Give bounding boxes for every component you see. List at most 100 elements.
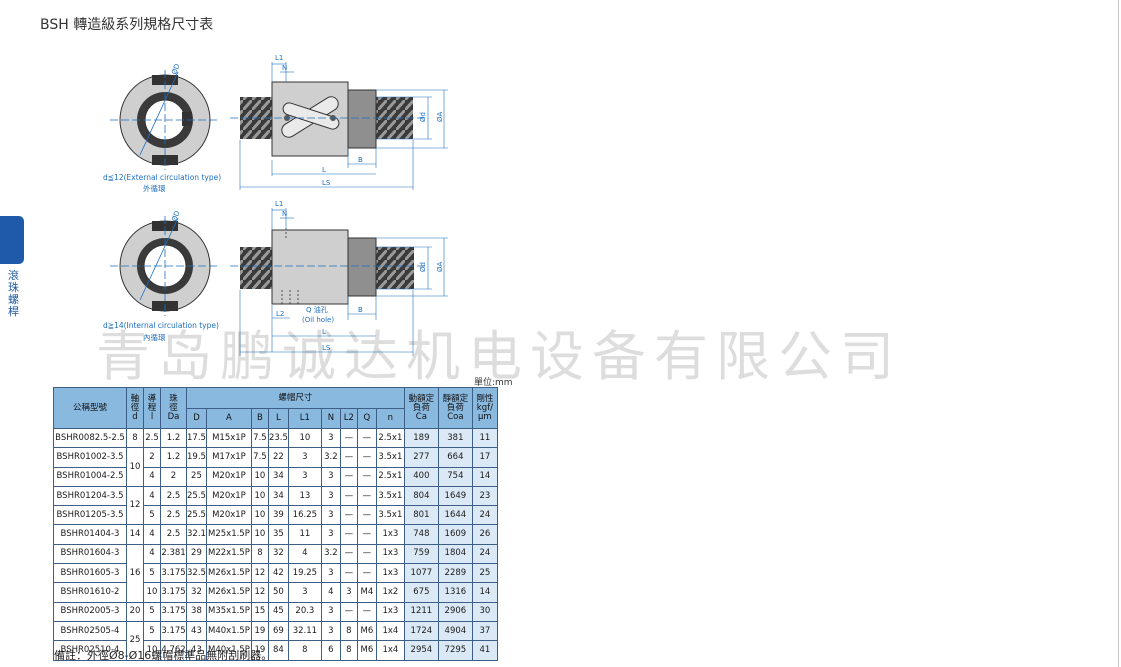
cell-B: 15 [250, 601, 269, 622]
side-view-bottom [230, 208, 448, 356]
cell-D: 25.5 [186, 485, 207, 507]
side-tab[interactable] [0, 216, 24, 264]
cell-coa: 1649 [437, 485, 473, 507]
cell-A: M20x1P [205, 466, 252, 487]
cell-model: BSHR01404-3 [53, 524, 127, 545]
header-A: A [205, 408, 252, 429]
cell-coa: 7295 [437, 640, 473, 661]
top-B-label: B [358, 156, 363, 164]
cell-L: 84 [267, 640, 289, 661]
cell-coa: 4904 [437, 620, 473, 642]
cell-coa: 381 [437, 427, 473, 449]
cell-N: 3 [320, 485, 341, 507]
cell-L2: — [339, 543, 358, 565]
cell-B: 12 [250, 563, 269, 584]
cell-L2: 3 [339, 582, 358, 603]
table-row: BSHR02510-4 10 4.762 43 M40x1.5P 19 84 8… [53, 640, 498, 661]
bottom-L-label: L [322, 328, 326, 336]
cell-n: 1x4 [375, 620, 405, 642]
header-N: N [320, 408, 341, 429]
watermark: 青岛鹏诚达机电设备有限公司 [96, 325, 902, 388]
top-L-label: L [322, 166, 326, 174]
bottom-B-label: B [358, 306, 363, 314]
cell-Q: — [356, 485, 377, 507]
cell-model: BSHR01205-3.5 [53, 505, 127, 526]
cell-k: 14 [471, 466, 498, 487]
cell-A: M25x1.5P [205, 524, 252, 545]
cell-n: 1x3 [375, 524, 405, 545]
cell-L2: 8 [339, 620, 358, 642]
cell-Q: — [356, 505, 377, 526]
cell-k: 17 [471, 447, 498, 468]
cell-L: 34 [267, 485, 289, 507]
cell-ca: 1211 [403, 601, 439, 622]
cell-k: 26 [471, 524, 498, 545]
table-row: BSHR01204-3.5 12 4 2.5 25.5 M20x1P 10 34… [53, 485, 498, 526]
cell-B: 19 [250, 640, 269, 661]
cell-n: 1x3 [375, 601, 405, 622]
cell-ca: 2954 [403, 640, 439, 661]
cell-ball: 2.5 [160, 485, 187, 507]
cell-L1: 20.3 [287, 601, 322, 622]
cell-L1: 3 [287, 447, 322, 468]
cell-coa: 1316 [437, 582, 473, 603]
top-DA-label: ØA [436, 111, 444, 122]
cell-ball: 1.2 [160, 427, 187, 449]
cell-A: M15x1P [205, 427, 252, 449]
cell-n: 1x2 [375, 582, 405, 603]
cell-L: 69 [267, 620, 289, 642]
cell-n: 1x4 [375, 640, 405, 661]
cell-d: 12 [126, 485, 144, 526]
cell-L: 23.5 [267, 427, 289, 449]
cell-L2: — [339, 563, 358, 584]
cell-L2: — [339, 466, 358, 487]
cell-N: 3 [320, 601, 341, 622]
cell-coa: 1609 [437, 524, 473, 545]
cell-ca: 748 [403, 524, 439, 545]
bottom-caption-cn: 內循環 [143, 332, 166, 342]
header-L2: L2 [339, 408, 358, 429]
cell-model: BSHR01002-3.5 [53, 447, 127, 468]
cell-A: M20x1P [205, 485, 252, 507]
cell-k: 24 [471, 543, 498, 565]
cell-ca: 759 [403, 543, 439, 565]
cell-L1: 10 [287, 427, 322, 449]
cell-ca: 675 [403, 582, 439, 603]
cell-B: 7.5 [250, 447, 269, 468]
cell-D: 25.5 [186, 505, 207, 526]
cell-coa: 1804 [437, 543, 473, 565]
cell-L1: 3 [287, 466, 322, 487]
cell-ca: 801 [403, 505, 439, 526]
cell-L1: 16.25 [287, 505, 322, 526]
cell-B: 10 [250, 505, 269, 526]
cell-lead: 2.5 [143, 427, 161, 449]
bottom-L2-label: L2 [276, 310, 284, 318]
cell-D: 43 [186, 640, 207, 661]
cell-L: 39 [267, 505, 289, 526]
cell-n: 3.5x1 [375, 485, 405, 507]
cell-A: M35x1.5P [205, 601, 252, 622]
cell-D: 32 [186, 582, 207, 603]
cell-k: 24 [471, 505, 498, 526]
cell-k: 30 [471, 601, 498, 622]
cell-ca: 1077 [403, 563, 439, 584]
cell-coa: 1644 [437, 505, 473, 526]
side-label: 滾珠螺桿 [8, 269, 19, 318]
cell-L2: — [339, 601, 358, 622]
cell-n: 2.5x1 [375, 466, 405, 487]
cell-n: 2.5x1 [375, 427, 405, 449]
cell-L: 50 [267, 582, 289, 603]
cell-L2: — [339, 447, 358, 468]
cell-coa: 754 [437, 466, 473, 487]
cell-D: 32.5 [186, 563, 207, 584]
cell-D: 43 [186, 620, 207, 642]
cell-D: 29 [186, 543, 207, 565]
cell-L: 32 [267, 543, 289, 565]
cell-A: M26x1.5P [205, 582, 252, 603]
top-LS-label: LS [322, 179, 331, 187]
